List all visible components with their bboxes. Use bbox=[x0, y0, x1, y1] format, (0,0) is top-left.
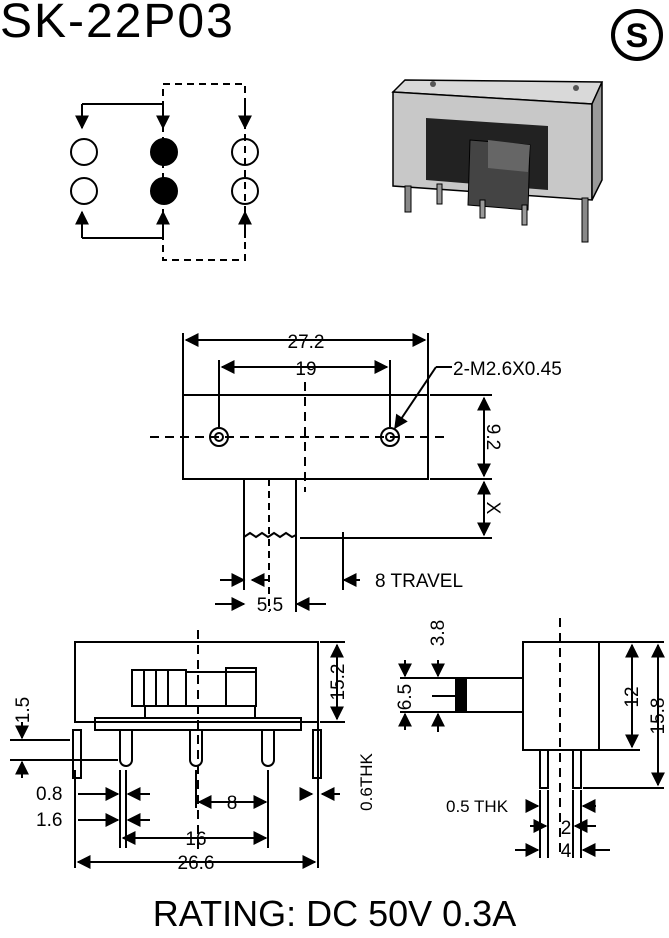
dim-height: 9.2 bbox=[482, 424, 503, 450]
model-title: SK-22P03 bbox=[0, 0, 235, 48]
dim-pin-b: 1.6 bbox=[36, 810, 62, 831]
dim-hole-pitch: 19 bbox=[295, 359, 316, 380]
rating-text: RATING: DC 50V 0.3A bbox=[152, 893, 517, 934]
dim-knob-offset: 6.5 bbox=[395, 684, 416, 710]
dim-outer-pitch: 16 bbox=[185, 829, 206, 850]
brand-logo: S bbox=[611, 9, 663, 61]
dim-overall-width: 27.2 bbox=[288, 332, 325, 353]
side-view bbox=[398, 618, 665, 858]
front-view bbox=[10, 630, 345, 869]
dim-side-a: 2 bbox=[561, 818, 572, 839]
top-view bbox=[150, 333, 492, 612]
dim-pin-a: 0.8 bbox=[36, 784, 62, 805]
dim-pin-pitch: 8 bbox=[227, 793, 238, 814]
circuit-schematic bbox=[70, 83, 259, 261]
product-photo bbox=[391, 79, 604, 243]
dim-thickness: 0.6THK bbox=[357, 753, 376, 811]
dim-hole-spec: 2-M2.6X0.45 bbox=[453, 359, 562, 380]
dim-knob-height: 3.8 bbox=[428, 620, 449, 646]
dim-side-thk: 0.5 THK bbox=[446, 797, 509, 816]
dim-h2: 15.8 bbox=[648, 698, 669, 735]
dim-knob-width: 5.5 bbox=[257, 595, 283, 616]
dim-x: X bbox=[482, 502, 503, 515]
dim-body-width: 26.6 bbox=[178, 853, 215, 874]
dim-side-b: 4 bbox=[561, 841, 572, 862]
dim-pin-top: 1.5 bbox=[13, 697, 34, 723]
logo-letter: S bbox=[626, 17, 649, 55]
dim-body-height: 15.2 bbox=[328, 664, 349, 701]
front-view-labels: 1.5 0.8 1.6 8 16 26.6 15.2 0.6THK bbox=[13, 664, 376, 874]
side-view-labels: 3.8 6.5 12 15.8 0.5 THK 2 4 bbox=[395, 620, 669, 862]
top-view-labels: 27.2 19 2-M2.6X0.45 9.2 X 5.5 8 TRAVEL bbox=[257, 332, 562, 616]
dim-travel: 8 TRAVEL bbox=[375, 571, 463, 592]
dim-h1: 12 bbox=[622, 686, 643, 707]
